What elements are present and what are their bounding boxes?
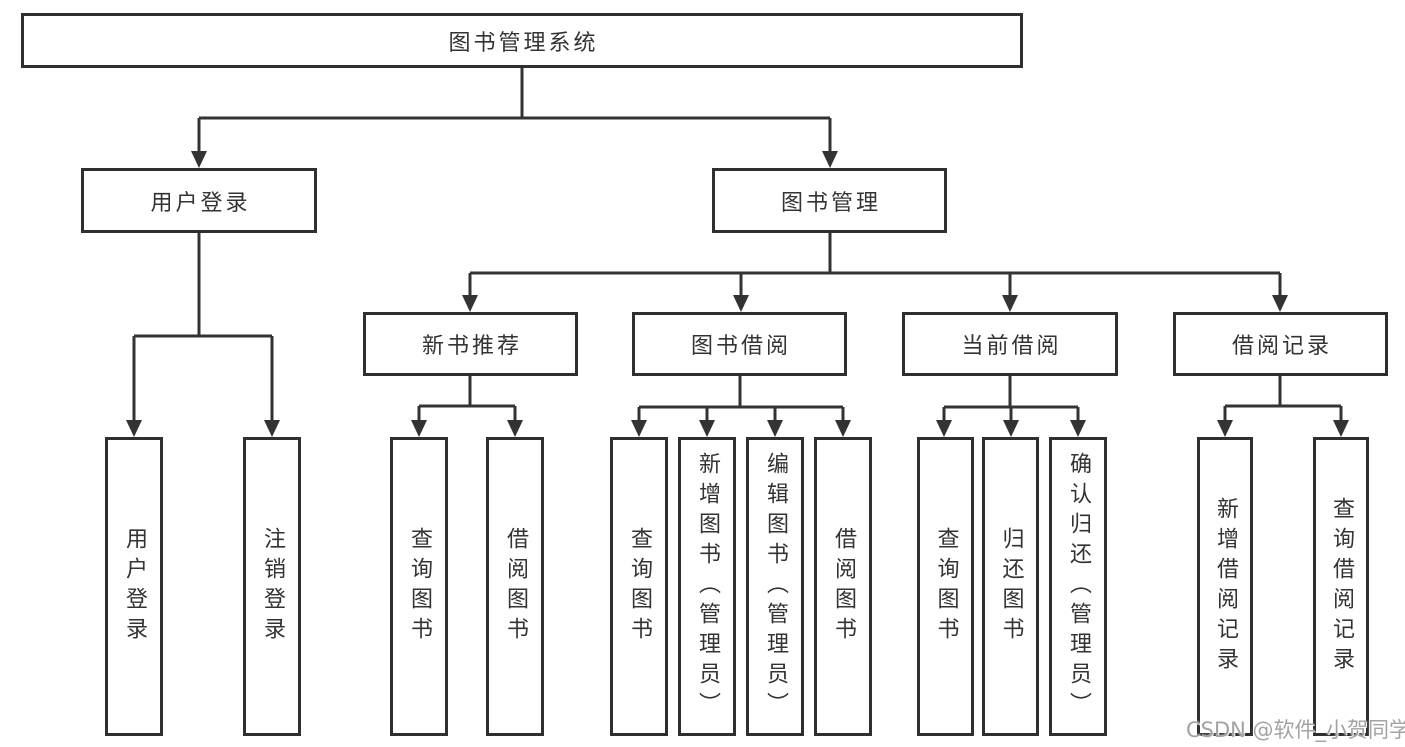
leaf-confirm-return-admin: 确认归还（管理员） (1049, 437, 1107, 736)
leaf-borrow-books-newbook: 借阅图书 (486, 437, 544, 736)
leaf-add-borrow-record: 新增借阅记录 (1197, 437, 1253, 736)
node-library-system: 图书管理系统 (21, 13, 1023, 68)
leaf-add-books-admin: 新增图书（管理员） (678, 437, 736, 736)
leaf-return-books: 归还图书 (982, 437, 1039, 736)
leaf-user-login: 用户登录 (105, 437, 163, 736)
node-book-borrowing: 图书借阅 (632, 312, 847, 376)
leaf-edit-books-admin: 编辑图书（管理员） (746, 437, 804, 736)
leaf-query-borrow-record: 查询借阅记录 (1313, 437, 1369, 736)
node-current-borrowing: 当前借阅 (902, 312, 1118, 376)
leaf-query-books-borrowing: 查询图书 (610, 437, 668, 736)
leaf-query-books-current: 查询图书 (917, 437, 974, 736)
leaf-logout-login: 注销登录 (243, 437, 301, 736)
csdn-watermark: CSDN @软件_小贺同学 (1186, 718, 1405, 742)
leaf-borrow-books-borrowing: 借阅图书 (814, 437, 872, 736)
node-book-management: 图书管理 (712, 168, 947, 233)
node-borrowing-records: 借阅记录 (1173, 312, 1388, 376)
node-user-login: 用户登录 (81, 168, 317, 233)
node-new-book-recommend: 新书推荐 (363, 312, 578, 376)
leaf-query-books-newbook: 查询图书 (390, 437, 448, 736)
